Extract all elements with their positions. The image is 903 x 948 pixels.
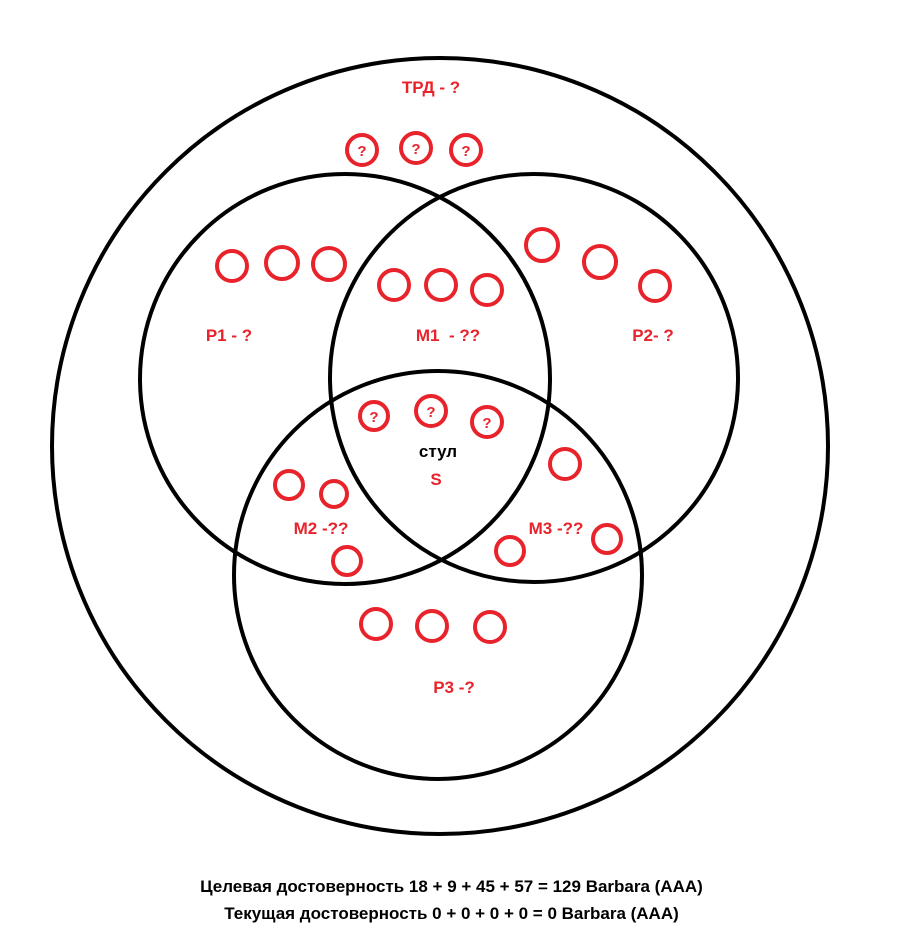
marker-circle bbox=[591, 523, 623, 555]
marker-circle bbox=[319, 479, 349, 509]
marker-group-p2 bbox=[524, 227, 672, 303]
marker-circle bbox=[424, 268, 458, 302]
marker-question-text: ? bbox=[482, 415, 491, 432]
marker-question-text: ? bbox=[411, 141, 420, 158]
label-center-symbol: S bbox=[430, 470, 441, 489]
marker-group-p1 bbox=[215, 245, 347, 283]
marker-group-outer: ? ? ? bbox=[345, 131, 483, 167]
circle-p2 bbox=[328, 172, 740, 584]
label-p3: P3 -? bbox=[433, 678, 475, 697]
marker-circle bbox=[215, 249, 249, 283]
marker-question: ? bbox=[345, 133, 379, 167]
marker-circle bbox=[470, 273, 504, 307]
marker-question: ? bbox=[470, 405, 504, 439]
marker-circle bbox=[494, 535, 526, 567]
target-reliability-text: Целевая достоверность 18 + 9 + 45 + 57 =… bbox=[200, 877, 703, 896]
marker-group-m1 bbox=[377, 268, 504, 307]
label-p1: P1 - ? bbox=[206, 326, 252, 345]
marker-circle bbox=[524, 227, 560, 263]
marker-group-m2 bbox=[273, 469, 363, 577]
label-m1: M1 - ?? bbox=[416, 326, 480, 345]
marker-group-center: ? ? ? bbox=[358, 394, 504, 439]
marker-question-text: ? bbox=[357, 143, 366, 160]
circle-p1 bbox=[138, 172, 552, 586]
marker-circle bbox=[264, 245, 300, 281]
marker-circle bbox=[273, 469, 305, 501]
label-center-word: стул bbox=[419, 442, 457, 461]
marker-question: ? bbox=[358, 400, 390, 432]
marker-group-m3 bbox=[494, 447, 623, 567]
marker-circle bbox=[377, 268, 411, 302]
marker-question-text: ? bbox=[426, 404, 435, 421]
label-m2: M2 -?? bbox=[294, 519, 349, 538]
label-p2: P2- ? bbox=[632, 326, 674, 345]
marker-question: ? bbox=[399, 131, 433, 165]
label-outer: ТРД - ? bbox=[402, 78, 460, 97]
marker-circle bbox=[359, 607, 393, 641]
marker-circle bbox=[473, 610, 507, 644]
marker-circle bbox=[415, 609, 449, 643]
marker-circle bbox=[582, 244, 618, 280]
marker-group-p3 bbox=[359, 607, 507, 644]
marker-question-text: ? bbox=[369, 409, 378, 426]
marker-question: ? bbox=[414, 394, 448, 428]
current-reliability-text: Текущая достоверность 0 + 0 + 0 + 0 = 0 … bbox=[224, 904, 679, 923]
circle-p3 bbox=[232, 369, 644, 781]
marker-circle bbox=[311, 246, 347, 282]
label-m3: M3 -?? bbox=[529, 519, 584, 538]
marker-circle bbox=[638, 269, 672, 303]
marker-circle bbox=[548, 447, 582, 481]
outer-circle bbox=[50, 56, 830, 836]
marker-question: ? bbox=[449, 133, 483, 167]
marker-question-text: ? bbox=[461, 143, 470, 160]
marker-circle bbox=[331, 545, 363, 577]
